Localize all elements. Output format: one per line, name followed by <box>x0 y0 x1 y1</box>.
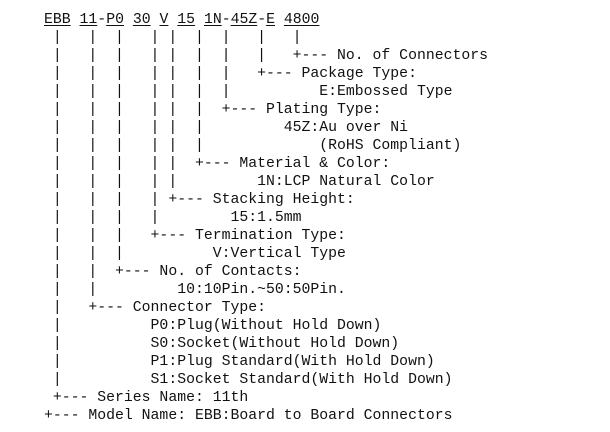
part-number-segment: EBB <box>44 12 71 28</box>
breakdown-line: | | | | | | 45Z:Au over Ni <box>44 120 409 136</box>
part-number-separator: - <box>221 12 231 28</box>
breakdown-line: +--- Series Name: 11th <box>44 390 249 406</box>
part-number-separator <box>71 12 80 28</box>
breakdown-line: | S1:Socket Standard(With Hold Down) <box>44 372 453 388</box>
breakdown-line: | | | | | | | E:Embossed Type <box>44 84 453 100</box>
breakdown-line: | | | | | | | | | <box>44 30 302 46</box>
part-number-separator <box>168 12 177 28</box>
breakdown-line: | P0:Plug(Without Hold Down) <box>44 318 382 334</box>
part-number-line: EBB 11-P0 30 V 15 1N-45Z-E 4800 <box>44 11 488 29</box>
part-number-separator <box>195 12 204 28</box>
breakdown-line: | | | +--- Termination Type: <box>44 228 346 244</box>
breakdown-line: | | | | | | +--- Plating Type: <box>44 102 382 118</box>
breakdown-line: | | | V:Vertical Type <box>44 246 346 262</box>
breakdown-line: | | | | 15:1.5mm <box>44 210 302 226</box>
breakdown-line: | | | | | 1N:LCP Natural Color <box>44 174 435 190</box>
part-number-segment: V <box>159 12 169 28</box>
part-number-segment: 45Z <box>230 12 258 28</box>
part-number-separator <box>151 12 160 28</box>
breakdown-line: | | +--- No. of Contacts: <box>44 264 302 280</box>
part-number-segment: 30 <box>132 12 151 28</box>
part-number-segment: E <box>266 12 276 28</box>
breakdown-line: | | 10:10Pin.~50:50Pin. <box>44 282 346 298</box>
breakdown-line: | | | | | +--- Material & Color: <box>44 156 391 172</box>
breakdown-line: | | | | +--- Stacking Height: <box>44 192 355 208</box>
part-number-separator <box>124 12 133 28</box>
part-number-segment: P0 <box>106 12 124 28</box>
part-number-breakdown-diagram: EBB 11-P0 30 V 15 1N-45Z-E 4800 | | | | … <box>44 11 488 425</box>
part-number-separator <box>275 12 284 28</box>
breakdown-line: | | | | | | | +--- Package Type: <box>44 66 417 82</box>
breakdown-tree: | | | | | | | | | | | | | | | | | +--- N… <box>44 29 488 425</box>
part-number-segment: 4800 <box>283 12 320 28</box>
part-number-separator: - <box>97 12 107 28</box>
part-number-segment: 1N <box>203 12 222 28</box>
breakdown-line: +--- Model Name: EBB:Board to Board Conn… <box>44 408 453 424</box>
breakdown-line: | +--- Connector Type: <box>44 300 266 316</box>
breakdown-line: | | | | | | | | +--- No. of Connectors <box>44 48 488 64</box>
part-number-separator: - <box>257 12 267 28</box>
breakdown-line: | | | | | | (RoHS Compliant) <box>44 138 462 154</box>
breakdown-line: | P1:Plug Standard(With Hold Down) <box>44 354 435 370</box>
part-number-segment: 11 <box>79 12 98 28</box>
part-number-segment: 15 <box>177 12 196 28</box>
breakdown-line: | S0:Socket(Without Hold Down) <box>44 336 400 352</box>
